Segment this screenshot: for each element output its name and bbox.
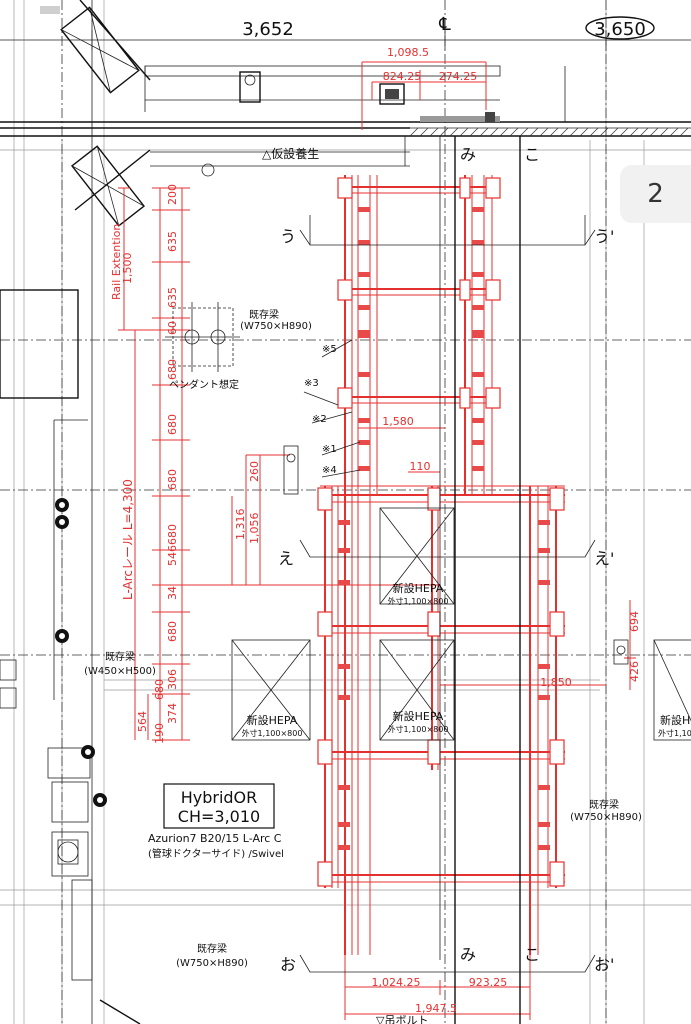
grid-mi-top: み: [460, 145, 476, 164]
grid-u: う: [280, 227, 296, 246]
pendant-symbol: [165, 302, 629, 665]
grid-u-prime: う': [594, 227, 614, 246]
beam-1-name: 既存梁: [249, 308, 279, 321]
dim-1580: 1,580: [382, 415, 414, 428]
dim-34: 34: [166, 586, 179, 600]
rail-blocks: [60, 0, 151, 1024]
dim-680-a: 680: [166, 359, 179, 380]
dim-923-25: 923.25: [469, 976, 508, 989]
beam-3-size: (W750×H890): [570, 812, 642, 823]
hepa-units: [231, 507, 691, 741]
dim-1316: 1,316: [234, 509, 247, 541]
centerline-mark: ℄: [438, 14, 451, 35]
hepa-3-size: 外寸1,100×800: [242, 728, 303, 738]
left-wall-boxes: [0, 289, 93, 981]
grid-brackets: [299, 215, 596, 973]
beam-1-size: (W750×H890): [240, 321, 312, 332]
hepa-3-name: 新設HEPA: [247, 713, 298, 727]
dim-635-a: 635: [166, 231, 179, 252]
truss-structure: [317, 61, 636, 1020]
dim-110: 110: [410, 460, 431, 473]
dim-824-25: 824.25: [383, 70, 422, 83]
dim-306: 306: [166, 669, 179, 690]
grid-mi-bottom: み: [460, 945, 476, 964]
hepa-1-name: 新設HEPA: [393, 581, 444, 595]
dim-3652: 3,652: [242, 19, 294, 40]
dim-1056: 1,056: [248, 513, 261, 545]
room-title: HybridOR: [181, 788, 258, 807]
beam-4-size: (W750×H890): [176, 958, 248, 969]
grid-o: お: [280, 955, 296, 974]
beam-2-size: (W450×H500): [84, 666, 156, 677]
mark-3: ※3: [304, 378, 319, 389]
mark-1: ※1: [322, 444, 337, 455]
beam-4-name: 既存梁: [197, 942, 227, 955]
dim-200: 200: [166, 184, 179, 205]
hepa-2-size: 外寸1,100×800: [388, 724, 449, 734]
dim-1098-5: 1,098.5: [387, 46, 429, 59]
beam-2-name: 既存梁: [105, 650, 135, 663]
grid-ko-bottom: こ: [524, 945, 540, 964]
upper-frame: [144, 65, 566, 177]
grid-e-prime: え': [594, 549, 614, 568]
dim-374: 374: [166, 703, 179, 724]
dim-680-b: 680: [166, 414, 179, 435]
dim-3650-oval: [585, 16, 655, 40]
dim-1850: 1,850: [540, 676, 572, 689]
hepa-4-name: 新設HEPA: [660, 713, 691, 727]
rail-dimension-chain: [118, 187, 440, 741]
dim-680-f: 680: [153, 679, 166, 700]
dim-1947-5: 1,947.5: [415, 1002, 457, 1015]
temp-cover-label: △仮設養生: [262, 146, 319, 161]
dim-1024-25: 1,024.25: [372, 976, 421, 989]
page-number-badge[interactable]: 2: [620, 165, 691, 223]
grid-ko-top: こ: [524, 145, 540, 164]
room-label-box: [163, 783, 275, 829]
larc-rail-label: L-Arcレール L=4,300: [121, 479, 135, 600]
dim-564: 564: [136, 711, 149, 732]
bottom-cut-label: ▽吊ボルト: [376, 1014, 428, 1024]
grid-e: え: [278, 549, 294, 568]
dim-680-e: 680: [166, 621, 179, 642]
mark-4: ※4: [322, 465, 337, 476]
light-symbols: [55, 498, 107, 807]
grid-o-prime: お': [594, 955, 614, 974]
equipment-line-1: Azurion7 B20/15 L-Arc C: [148, 832, 282, 845]
page-number: 2: [647, 179, 664, 209]
hepa-2-name: 新設HEPA: [393, 709, 444, 723]
mark-2: ※2: [312, 414, 327, 425]
hepa-1-size: 外寸1,100×800: [388, 596, 449, 606]
equipment-line-2: (管球ドクターサイド) /Swivel: [148, 847, 284, 860]
mark-5: ※5: [322, 344, 337, 355]
room-ceiling-height: CH=3,010: [178, 807, 260, 826]
dim-546: 546: [166, 545, 179, 566]
dim-694: 694: [628, 611, 641, 632]
rail-extention-length: 1,500: [121, 253, 134, 285]
rail-extention-label: Rail Extention: [110, 224, 123, 300]
hepa-4-size: 外寸1,100×800: [658, 728, 691, 738]
top-wall: [0, 121, 691, 137]
dim-3650: 3,650: [594, 19, 646, 40]
dim-190: 190: [153, 723, 166, 744]
beam-3-name: 既存梁: [589, 798, 619, 811]
dim-680-c: 680: [166, 469, 179, 490]
dim-635-b: 635: [166, 287, 179, 308]
dim-426: 426: [628, 661, 641, 682]
dim-60: 60: [166, 321, 179, 335]
mark-leaders: [303, 339, 361, 478]
dim-274-25: 274.25: [439, 70, 478, 83]
pendant-label: ペンダント想定: [169, 378, 239, 391]
dim-260: 260: [248, 461, 261, 482]
ceiling-rails: [439, 136, 521, 1024]
dim-680-d: 680: [166, 524, 179, 545]
